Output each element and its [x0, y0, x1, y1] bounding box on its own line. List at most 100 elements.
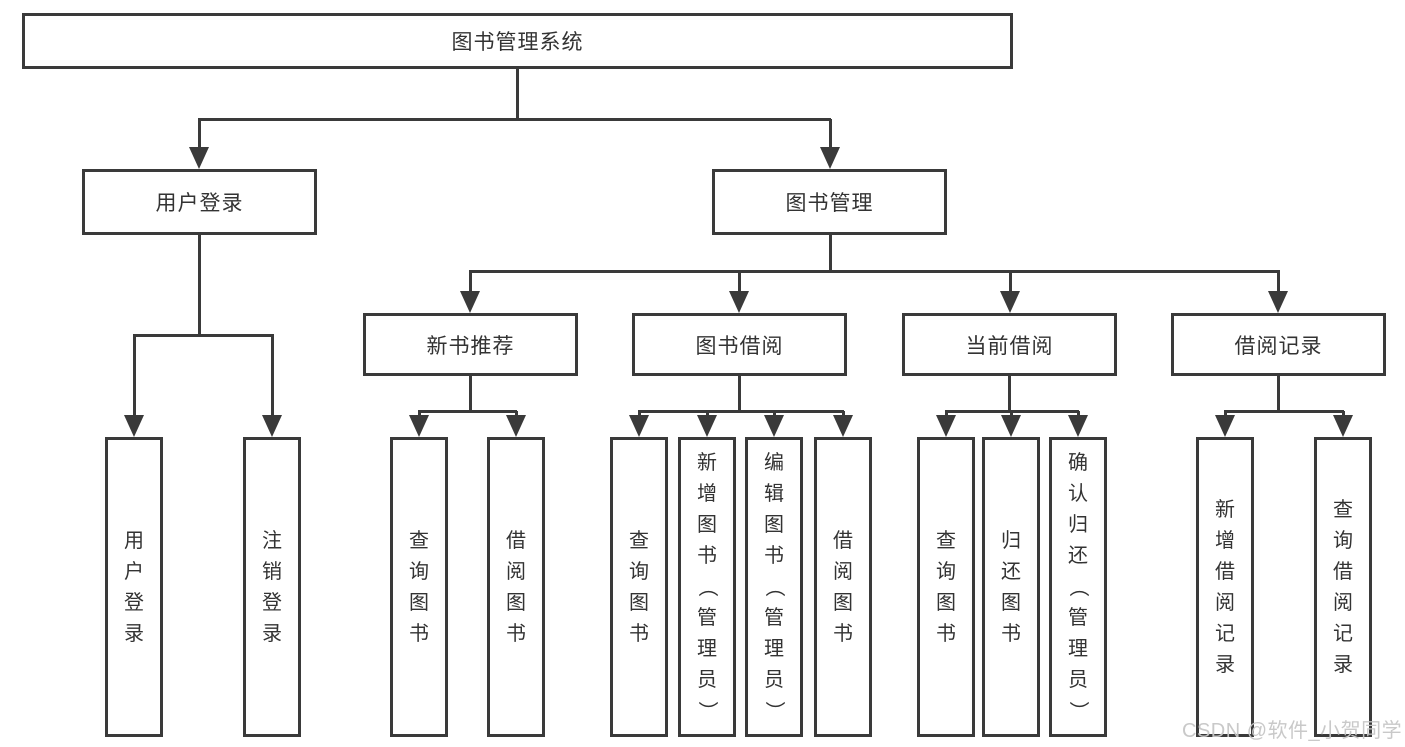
node-library-system-root: 图书管理系统 [22, 13, 1013, 69]
vertical-char: 借 [1333, 560, 1353, 583]
node-recommend-borrow-books: 借阅图书 [487, 437, 545, 737]
vertical-char: 阅 [1215, 591, 1235, 614]
vertical-char: 阅 [506, 560, 526, 583]
vertical-char: 增 [1215, 529, 1235, 552]
vertical-char: ） [1067, 701, 1089, 721]
node-label: 注销登录 [262, 531, 282, 644]
vertical-char: 阅 [833, 560, 853, 583]
arrow-down-icon [124, 415, 144, 437]
vertical-char: 查 [1333, 498, 1353, 521]
connector-line [638, 411, 641, 416]
vertical-char: 管 [1068, 607, 1088, 629]
node-login-user-login: 用户登录 [105, 437, 163, 737]
vertical-char: 理 [697, 638, 717, 660]
connector-line [133, 334, 274, 337]
connector-line [638, 410, 844, 413]
node-label: 图书管理系统 [451, 31, 584, 54]
node-label: 查询图书 [629, 531, 649, 644]
node-label: 图书管理 [785, 192, 874, 215]
vertical-char: 新 [1215, 498, 1235, 521]
node-borrow-add-books-admin: 新增图书（管理员） [678, 437, 736, 737]
node-label: 借阅图书 [833, 531, 853, 644]
arrow-down-icon [833, 415, 853, 437]
connector-line [1224, 410, 1344, 413]
vertical-char: 询 [936, 560, 956, 583]
connector-line [829, 235, 832, 272]
vertical-char: 认 [1068, 483, 1088, 505]
arrow-down-icon [629, 415, 649, 437]
connector-line [1277, 271, 1280, 291]
node-borrow-query-books: 查询图书 [610, 437, 668, 737]
vertical-char: 图 [409, 591, 429, 614]
connector-line [706, 411, 709, 416]
connector-line [945, 411, 948, 416]
vertical-char: 注 [262, 529, 282, 552]
arrow-down-icon [820, 147, 840, 169]
connector-line [1277, 376, 1280, 411]
node-label: 归还图书 [1001, 531, 1021, 644]
vertical-char: 书 [833, 622, 853, 645]
vertical-char: 图 [833, 591, 853, 614]
vertical-char: 图 [697, 514, 717, 536]
node-borrow-borrow-books: 借阅图书 [814, 437, 872, 737]
vertical-char: 还 [1068, 545, 1088, 567]
node-book-management: 图书管理 [712, 169, 947, 235]
connector-line [198, 118, 831, 121]
node-recommend-query-books: 查询图书 [390, 437, 448, 737]
vertical-char: 登 [262, 591, 282, 614]
vertical-char: 借 [1215, 560, 1235, 583]
connector-line [198, 119, 201, 147]
node-label: 当前借阅 [965, 334, 1054, 358]
arrow-down-icon [729, 291, 749, 313]
connector-line [773, 411, 776, 416]
node-label: 新增图书（管理员） [696, 453, 718, 721]
arrow-down-icon [506, 415, 526, 437]
node-label: 用户登录 [124, 531, 144, 644]
arrow-down-icon [1001, 415, 1021, 437]
arrow-down-icon [1000, 291, 1020, 313]
node-records-query-borrow-record: 查询借阅记录 [1314, 437, 1372, 737]
node-label: 查询借阅记录 [1333, 500, 1353, 675]
vertical-char: 录 [124, 622, 144, 645]
connector-line [738, 376, 741, 411]
vertical-char: 查 [629, 529, 649, 552]
node-records-add-borrow-record: 新增借阅记录 [1196, 437, 1254, 737]
node-label: 查询图书 [409, 531, 429, 644]
connector-line [271, 335, 274, 415]
vertical-char: ） [696, 701, 718, 721]
vertical-char: 管 [697, 607, 717, 629]
vertical-char: 借 [833, 529, 853, 552]
vertical-char: 图 [936, 591, 956, 614]
arrow-down-icon [262, 415, 282, 437]
vertical-char: 查 [409, 529, 429, 552]
vertical-char: 增 [697, 483, 717, 505]
connector-line [1010, 411, 1013, 416]
vertical-char: ） [763, 701, 785, 721]
vertical-char: 书 [936, 622, 956, 645]
connector-line [418, 410, 517, 413]
arrow-down-icon [460, 291, 480, 313]
vertical-char: 归 [1068, 514, 1088, 536]
connector-line [738, 271, 741, 291]
vertical-char: 书 [697, 545, 717, 567]
vertical-char: 图 [629, 591, 649, 614]
connector-line [1077, 411, 1080, 416]
vertical-char: 借 [506, 529, 526, 552]
connector-line [842, 411, 845, 416]
vertical-char: 登 [124, 591, 144, 614]
vertical-char: 理 [764, 638, 784, 660]
vertical-char: 录 [1215, 653, 1235, 676]
vertical-char: 员 [697, 669, 717, 691]
arrow-down-icon [697, 415, 717, 437]
node-current-query-books: 查询图书 [917, 437, 975, 737]
node-label: 借阅记录 [1234, 334, 1323, 358]
arrow-down-icon [1068, 415, 1088, 437]
vertical-char: 书 [409, 622, 429, 645]
vertical-char: 查 [936, 529, 956, 552]
vertical-char: 书 [629, 622, 649, 645]
node-book-borrowing: 图书借阅 [632, 313, 847, 376]
vertical-char: 归 [1001, 529, 1021, 552]
arrow-down-icon [1215, 415, 1235, 437]
vertical-char: 书 [1001, 622, 1021, 645]
